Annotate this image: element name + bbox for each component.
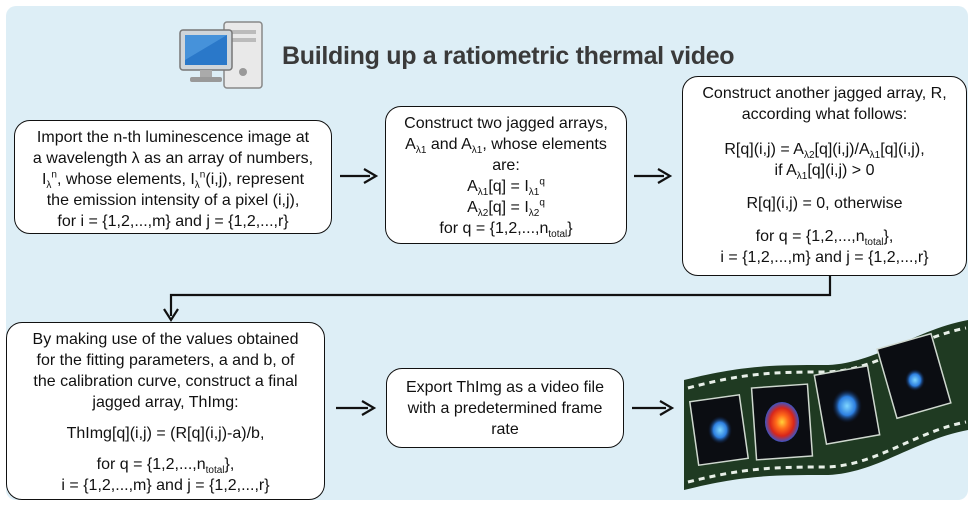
- box4-line6: for q = {1,2,...,ntotal},: [96, 456, 235, 477]
- arrow-box5-to-film: [632, 400, 675, 416]
- box2-line1: Construct two jagged arrays,: [404, 115, 608, 132]
- step-export-video-box: Export ThImg as a video file with a pred…: [386, 368, 624, 448]
- box1-line1: Import the n-th luminescence image at: [36, 129, 310, 146]
- step-final-array-box: By making use of the values obtained for…: [6, 322, 325, 500]
- diagram-title: Building up a ratiometric thermal video: [282, 42, 735, 70]
- box2-line6: for q = {1,2,...,ntotal}: [439, 220, 573, 241]
- box3-line4: if Aλ1[q](i,j) > 0: [774, 162, 875, 183]
- box1-line4: the emission intensity of a pixel (i,j),: [46, 192, 300, 209]
- box4-line5: ThImg[q](i,j) = (R[q](i,j)-a)/b,: [66, 425, 265, 442]
- box3-line2: according what follows:: [741, 106, 908, 123]
- film-strip-thermal-images: [684, 320, 968, 490]
- box3-line5: R[q](i,j) = 0, otherwise: [746, 195, 903, 212]
- desktop-computer-icon: [179, 21, 263, 89]
- step-jagged-arrays-box: Construct two jagged arrays, Aλ1 and Aλ1…: [385, 106, 627, 244]
- arrow-box3-to-box4: [163, 276, 832, 323]
- box1-line3: Iλn, whose elements, Iλn(i,j), represent: [41, 169, 305, 192]
- box2-line5: Aλ2[q] = Iλ2q: [467, 197, 545, 220]
- box2-line2: Aλ1 and Aλ1, whose elements: [405, 136, 607, 157]
- box2-line3: are:: [492, 157, 520, 174]
- box5-line2: with a predetermined frame: [407, 400, 603, 417]
- box4-line4: jagged array, ThImg:: [92, 394, 239, 411]
- arrow-box1-to-box2: [340, 168, 379, 184]
- step-ratio-array-box: Construct another jagged array, R, accor…: [682, 76, 967, 276]
- box5-line3: rate: [491, 421, 519, 438]
- box3-line1: Construct another jagged array, R,: [702, 85, 947, 102]
- box4-line1: By making use of the values obtained: [32, 331, 299, 348]
- arrow-box2-to-box3: [634, 168, 673, 184]
- box4-line7: i = {1,2,...,m} and j = {1,2,...,r}: [61, 477, 270, 494]
- box2-line4: Aλ1[q] = Iλ1q: [467, 176, 545, 199]
- box1-line5: for i = {1,2,...,m} and j = {1,2,...,r}: [57, 213, 289, 230]
- box4-line2: for the fitting parameters, a and b, of: [36, 352, 295, 369]
- box3-line3: R[q](i,j) = Aλ2[q](i,j)/Aλ1[q](i,j),: [724, 141, 925, 162]
- arrow-box4-to-box5: [336, 400, 377, 416]
- box1-line2: a wavelength λ as an array of numbers,: [32, 150, 314, 167]
- box4-line3: the calibration curve, construct a final: [33, 373, 298, 390]
- box5-line1: Export ThImg as a video file: [405, 379, 605, 396]
- box3-line7: i = {1,2,...,m} and j = {1,2,...,r}: [720, 249, 929, 266]
- box3-line6: for q = {1,2,...,ntotal},: [755, 228, 894, 249]
- step-import-image-box: Import the n-th luminescence image at a …: [14, 120, 332, 234]
